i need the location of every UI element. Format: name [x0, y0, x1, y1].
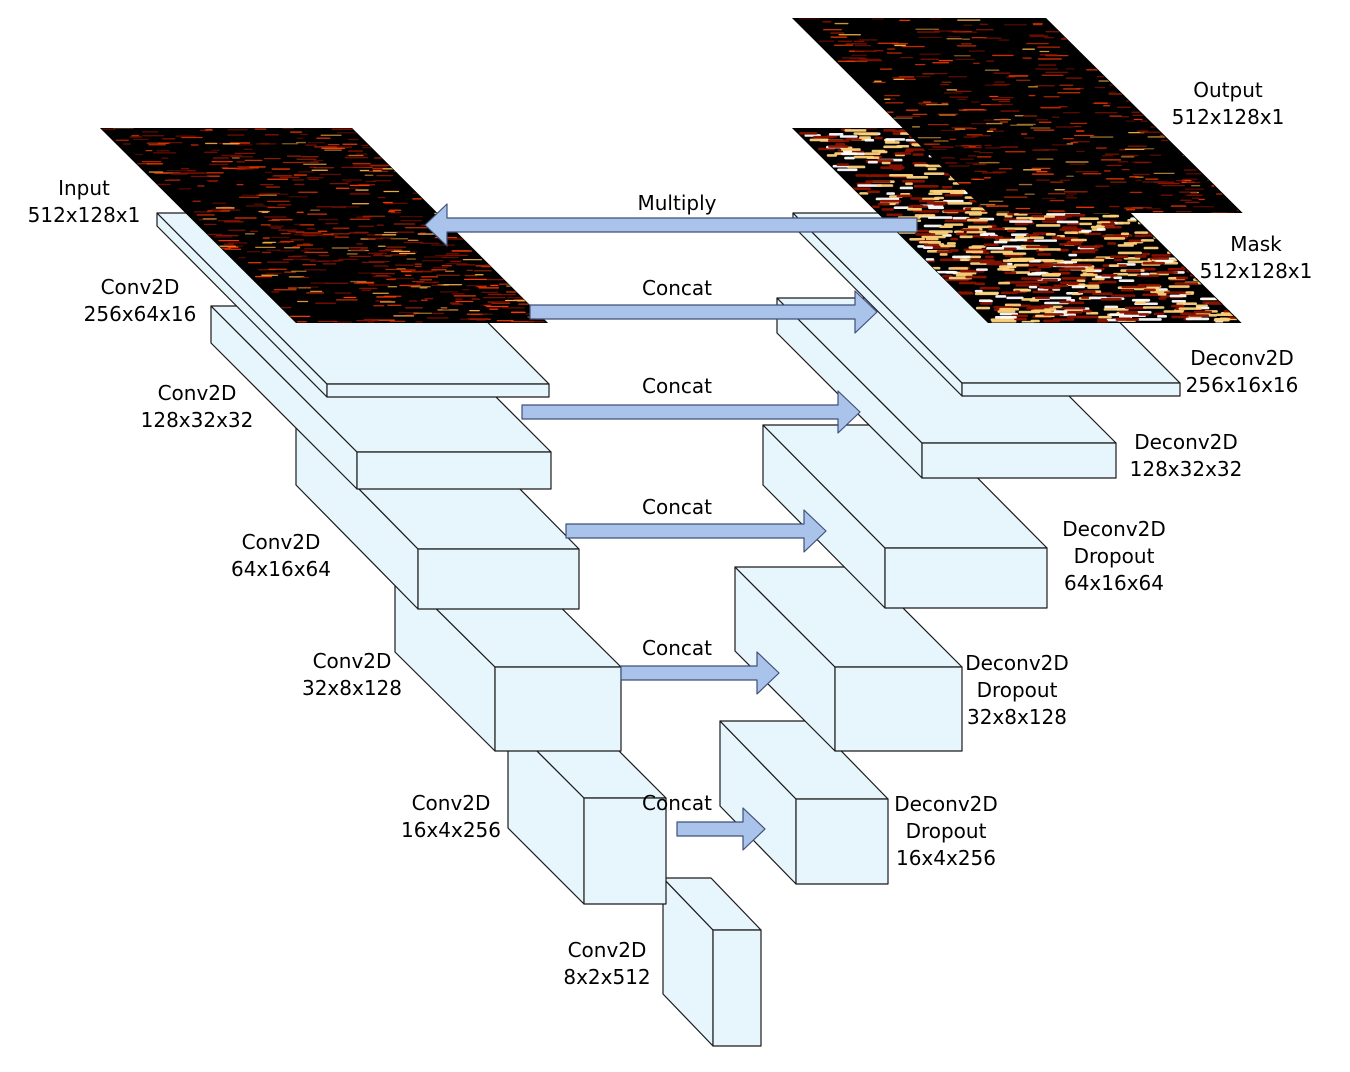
deconv3-label-name: Deconv2D: [1062, 517, 1166, 541]
deconv5-label-dropout: Dropout: [906, 819, 987, 843]
output-label-name: Output: [1193, 78, 1263, 102]
conv6-label-name: Conv2D: [568, 938, 647, 962]
conv3-label-shape: 64x16x64: [231, 557, 331, 581]
conv1-label-name: Conv2D: [101, 275, 180, 299]
concat5-label: Concat: [642, 791, 712, 815]
conv5-label-shape: 16x4x256: [401, 818, 501, 842]
spectrogram-sheets: [100, 18, 1243, 323]
deconv1-label-name: Deconv2D: [1190, 346, 1294, 370]
input-label-name: Input: [58, 176, 110, 200]
mask-label-name: Mask: [1230, 232, 1282, 256]
deconv1-label-shape: 256x16x16: [1186, 373, 1299, 397]
layer-blocks: [156, 212, 1181, 1047]
concat2-arrow: [521, 390, 861, 434]
deconv5-label-name: Deconv2D: [894, 792, 998, 816]
input-label-shape: 512x128x1: [28, 203, 141, 227]
output-spectrogram: [792, 18, 1243, 213]
deconv3-label-shape: 64x16x64: [1064, 571, 1164, 595]
conv2-label-name: Conv2D: [158, 381, 237, 405]
conv4-block: [394, 567, 622, 752]
input-spectrogram: [100, 128, 548, 323]
concat5-arrow: [676, 807, 766, 851]
deconv4-block: [734, 566, 963, 752]
output-label-shape: 512x128x1: [1172, 105, 1285, 129]
deconv4-label-name: Deconv2D: [965, 651, 1069, 675]
deconv4-label-shape: 32x8x128: [967, 705, 1067, 729]
deconv3-block: [762, 424, 1048, 609]
multiply-label: Multiply: [638, 191, 717, 215]
deconv5-block: [719, 720, 889, 885]
conv4-label-name: Conv2D: [313, 649, 392, 673]
concat4-arrow: [620, 651, 780, 695]
deconv4-label-dropout: Dropout: [977, 678, 1058, 702]
layer-labels: Input 512x128x1 Conv2D 256x64x16 Conv2D …: [28, 78, 1313, 989]
conv6-block: [662, 877, 762, 1047]
conv1-label-shape: 256x64x16: [84, 302, 197, 326]
mask-label-shape: 512x128x1: [1200, 259, 1313, 283]
skip-connection-arrows: [424, 203, 918, 851]
concat3-label: Concat: [642, 495, 712, 519]
conv6-label-shape: 8x2x512: [563, 965, 650, 989]
conv5-label-name: Conv2D: [412, 791, 491, 815]
deconv2-label-shape: 128x32x32: [1130, 457, 1243, 481]
conv4-label-shape: 32x8x128: [302, 676, 402, 700]
deconv3-label-dropout: Dropout: [1074, 544, 1155, 568]
conv3-label-name: Conv2D: [242, 530, 321, 554]
multiply-arrow: [424, 203, 918, 247]
concat1-label: Concat: [642, 276, 712, 300]
concat2-label: Concat: [642, 374, 712, 398]
deconv5-label-shape: 16x4x256: [896, 846, 996, 870]
concat3-arrow: [565, 509, 827, 553]
conv2-label-shape: 128x32x32: [141, 408, 254, 432]
concat1-arrow: [529, 290, 878, 334]
deconv2-label-name: Deconv2D: [1134, 430, 1238, 454]
concat4-label: Concat: [642, 636, 712, 660]
